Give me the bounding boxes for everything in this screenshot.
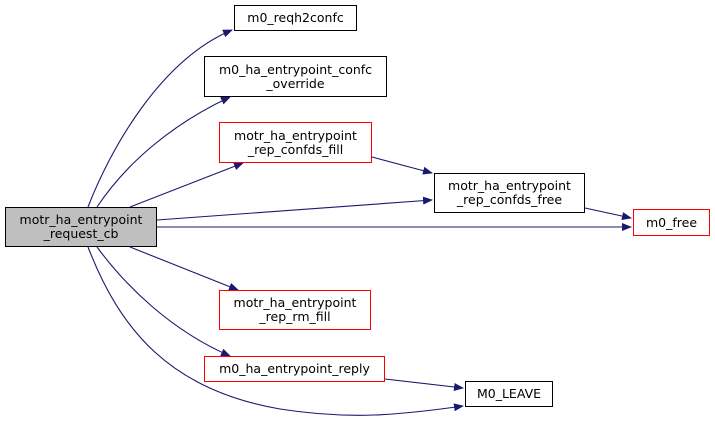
node-motr-ha-entrypoint-rep-confds-fill[interactable]: motr_ha_entrypoint _rep_confds_fill xyxy=(219,122,372,163)
node-motr-ha-entrypoint-rep-confds-free[interactable]: motr_ha_entrypoint _rep_confds_free xyxy=(434,173,585,213)
edge-root-to-confds_free xyxy=(156,196,433,221)
node-m0-leave[interactable]: M0_LEAVE xyxy=(465,381,553,407)
edge-root-to-reqh2confc xyxy=(87,29,233,208)
edge-confds_fill-to-confds_free xyxy=(371,156,433,175)
edge-root-to-reply xyxy=(96,246,231,357)
edge-root-to-rm_fill xyxy=(129,246,239,291)
node-m0-ha-entrypoint-confc-override[interactable]: m0_ha_entrypoint_confc _override xyxy=(204,56,387,97)
node-m0-free[interactable]: m0_free xyxy=(633,209,710,236)
edge-root-to-confds_fill xyxy=(129,162,244,208)
edge-root-to-confc_override xyxy=(96,96,231,208)
node-motr-ha-entrypoint-request-cb: motr_ha_entrypoint _request_cb xyxy=(5,207,157,247)
edge-root-to-leave xyxy=(87,246,464,416)
node-m0-ha-entrypoint-reply[interactable]: m0_ha_entrypoint_reply xyxy=(204,356,385,382)
node-m0-reqh2confc[interactable]: m0_reqh2confc xyxy=(234,5,357,31)
node-motr-ha-entrypoint-rep-rm-fill[interactable]: motr_ha_entrypoint _rep_rm_fill xyxy=(219,290,371,330)
edge-confds_free-to-m0_free xyxy=(584,207,632,220)
edge-reply-to-leave xyxy=(384,378,464,391)
